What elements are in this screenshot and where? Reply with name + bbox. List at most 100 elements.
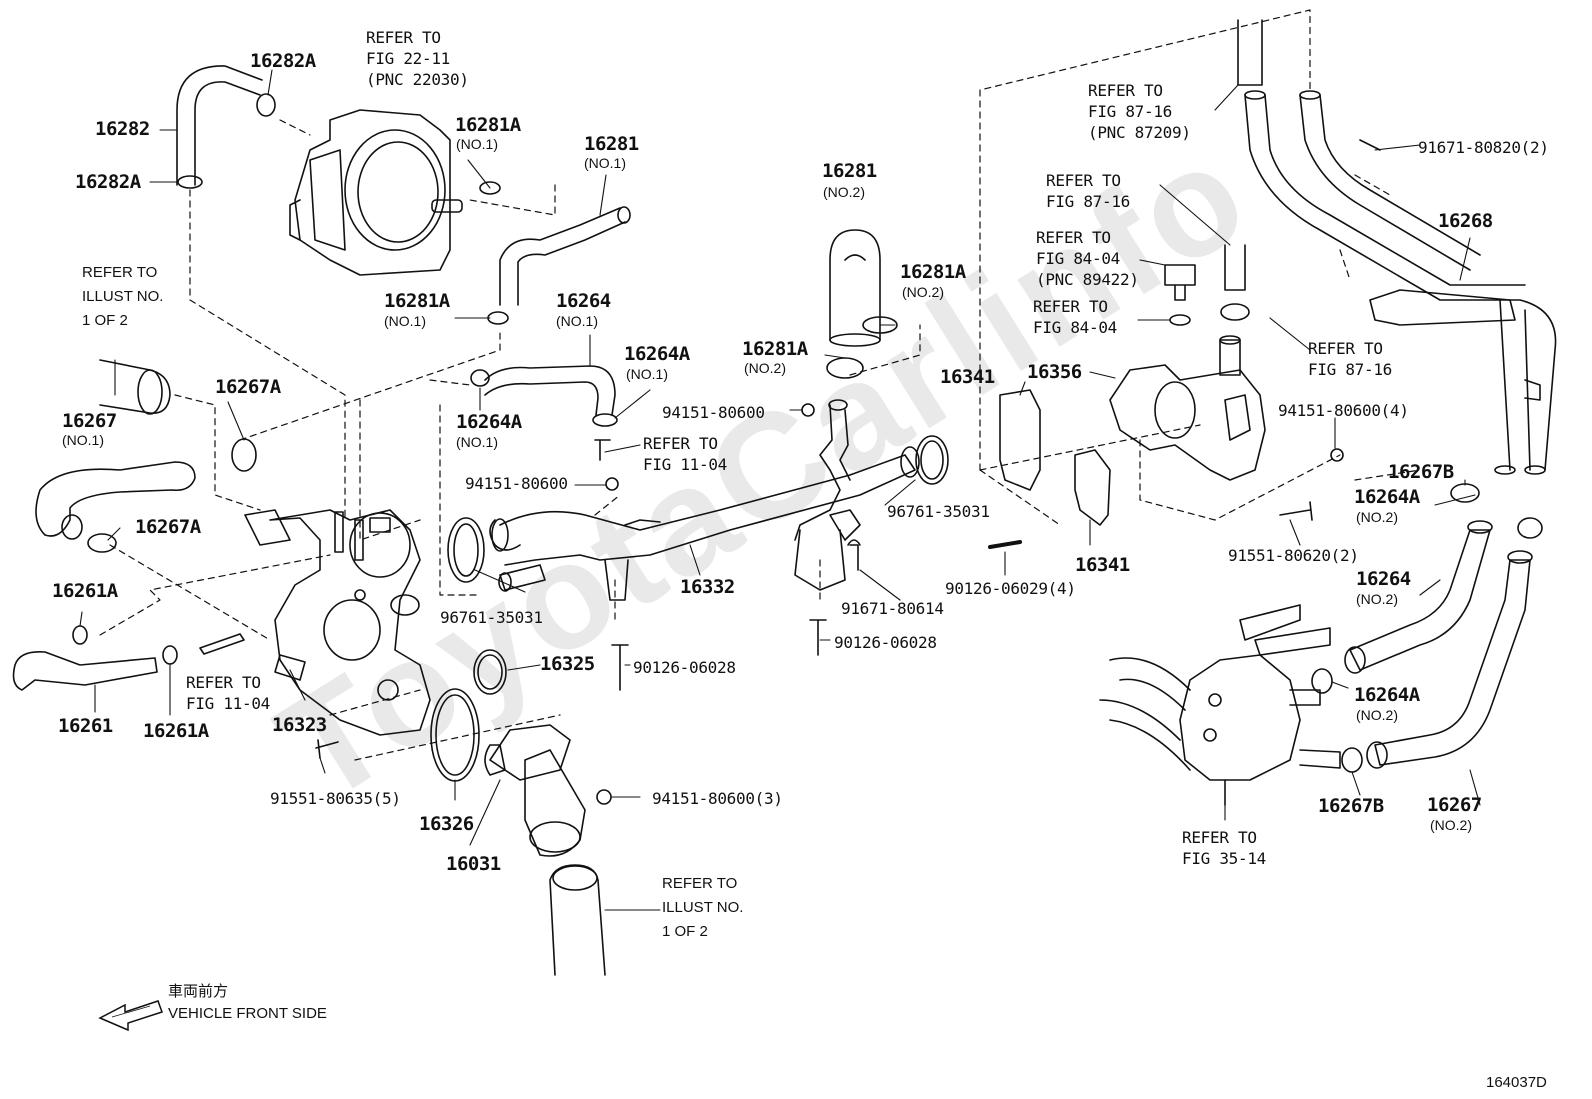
label-16264A-b: 16264A [456, 411, 522, 433]
hose-16282-outer [176, 65, 263, 186]
part-90126-06028-b: 90126-06028 [834, 633, 937, 652]
hose-16264-no1 [484, 365, 616, 416]
nut-94151-b [605, 477, 619, 491]
gasket-16341-a [999, 389, 1041, 491]
label-16356: 16356 [1027, 361, 1082, 383]
nut-94151-a [801, 403, 815, 417]
label-16267-no2-sub: (NO.2) [1430, 817, 1472, 833]
throttle-body [289, 109, 463, 276]
part-94151-80600-d: 94151-80600(4) [1278, 401, 1409, 420]
leader-dashed-lines [99, 9, 1421, 761]
washer-84-04 [1169, 314, 1191, 326]
clamp-87-16 [1220, 303, 1250, 321]
bolt-91671-b [1359, 139, 1381, 151]
label-16281-no1: 16281 [584, 133, 639, 155]
part-96761-35031-a: 96761-35031 [440, 608, 543, 627]
clamp-16264A-a [470, 369, 490, 387]
label-16261: 16261 [58, 715, 113, 737]
hose-16267-no2 [1374, 559, 1531, 766]
label-16281A-a: 16281A [455, 114, 521, 136]
ref-fig-11-04-b: REFER TO FIG 11-04 [186, 673, 270, 713]
part-94151-80600-a: 94151-80600 [662, 403, 765, 422]
hose-16282 [194, 81, 261, 186]
label-16031: 16031 [446, 853, 501, 875]
gasket-16326 [430, 688, 480, 782]
label-16281A-a-sub: (NO.1) [456, 136, 498, 152]
label-16281A-c-sub: (NO.2) [902, 284, 944, 300]
gasket-96761-b [915, 435, 949, 485]
stud-90126-c [988, 540, 1022, 549]
label-16267B-a: 16267B [1388, 461, 1454, 483]
label-16325: 16325 [540, 653, 595, 675]
label-16341-b: 16341 [1075, 554, 1130, 576]
ref-fig-84-04-a: REFER TO FIG 84-04 (PNC 89422) [1036, 228, 1139, 289]
label-16282A-bot: 16282A [75, 171, 141, 193]
diagram-code: 164037D [1486, 1074, 1547, 1091]
label-16264-no2: 16264 [1356, 568, 1411, 590]
clamp-16264A-a2 [592, 413, 618, 427]
clamp-16267B-a [1450, 483, 1480, 503]
label-16264A-c-sub: (NO.2) [1356, 509, 1398, 525]
clamp-16282A-bot [177, 175, 203, 189]
clamp-16282A-top [256, 93, 276, 117]
part-91671-80820: 91671-80820(2) [1418, 138, 1549, 157]
label-16264A-a-sub: (NO.1) [626, 366, 668, 382]
part-94151-80600-b: 94151-80600 [465, 474, 568, 493]
front-label-ja: 車両前方 [168, 983, 229, 1000]
clamp-16267B-b [1341, 747, 1363, 773]
bolt-refer [594, 439, 611, 461]
label-16282: 16282 [95, 118, 150, 140]
sensor-89422 [1164, 264, 1196, 301]
pipe-bracket [794, 399, 861, 591]
label-16282A-top: 16282A [250, 50, 316, 72]
ref-illust-bottom: REFER TO ILLUST NO. 1 OF 2 [662, 875, 744, 940]
ref-fig-84-04-b: REFER TO FIG 84-04 [1033, 297, 1117, 337]
bolt-91551-a [315, 739, 339, 759]
thermostat-housing-16031 [484, 724, 586, 857]
clamp-16281A-d [826, 357, 864, 379]
label-16264-no1: 16264 [556, 290, 611, 312]
clamp-16281A-a [479, 181, 501, 195]
hose-16264-no2 [1349, 529, 1491, 671]
nut-94151-d [1330, 448, 1344, 462]
label-16264A-d-sub: (NO.2) [1356, 707, 1398, 723]
hose-16281-no1 [499, 207, 621, 306]
label-16268: 16268 [1438, 210, 1493, 232]
bolt-91671-a [847, 539, 861, 571]
part-91671-80614: 91671-80614 [841, 599, 944, 618]
label-16261A-b: 16261A [143, 720, 209, 742]
ref-fig-87-16-mid: REFER TO FIG 87-16 [1046, 171, 1130, 211]
part-94151-80600-c: 94151-80600(3) [652, 789, 783, 808]
ref-illust-left: REFER TO ILLUST NO. 1 OF 2 [82, 264, 164, 329]
label-16267-no2: 16267 [1427, 794, 1482, 816]
label-16341-a: 16341 [940, 366, 995, 388]
stud-90126-a [611, 644, 629, 691]
clamp-16261A-b [162, 645, 178, 665]
gasket-16325 [473, 649, 507, 695]
water-pipe-16332 [489, 446, 920, 601]
label-16267A-a: 16267A [215, 376, 281, 398]
label-16264A-c: 16264A [1354, 486, 1420, 508]
part-90126-06029: 90126-06029(4) [945, 579, 1076, 598]
front-label-en: VEHICLE FRONT SIDE [168, 1005, 327, 1022]
ref-fig-11-04-a: REFER TO FIG 11-04 [643, 434, 727, 474]
gasket-96761-a [447, 517, 485, 583]
hose-stub-left [99, 359, 171, 414]
part-91551-80620: 91551-80620(2) [1228, 546, 1359, 565]
ref-fig-22-11: REFER TO FIG 22-11 (PNC 22030) [366, 28, 469, 89]
nut-94151-c [596, 789, 612, 805]
part-96761-35031-b: 96761-35031 [887, 502, 990, 521]
front-arrow-icon [98, 1000, 163, 1032]
water-inlet-16356 [1109, 335, 1266, 481]
label-16281A-c: 16281A [900, 261, 966, 283]
label-16281A-b: 16281A [384, 290, 450, 312]
label-16267B-b: 16267B [1318, 795, 1384, 817]
label-16264-no1-sub: (NO.1) [556, 313, 598, 329]
label-16281A-d-sub: (NO.2) [744, 360, 786, 376]
label-16267A-b: 16267A [135, 516, 201, 538]
label-16267-no1-sub: (NO.1) [62, 432, 104, 448]
clamp-16267A-b [87, 533, 117, 553]
ref-fig-87-16-top: REFER TO FIG 87-16 (PNC 87209) [1088, 81, 1191, 142]
ref-fig-35-14: REFER TO FIG 35-14 [1182, 828, 1266, 868]
clamp-16264A-d [1311, 668, 1333, 694]
